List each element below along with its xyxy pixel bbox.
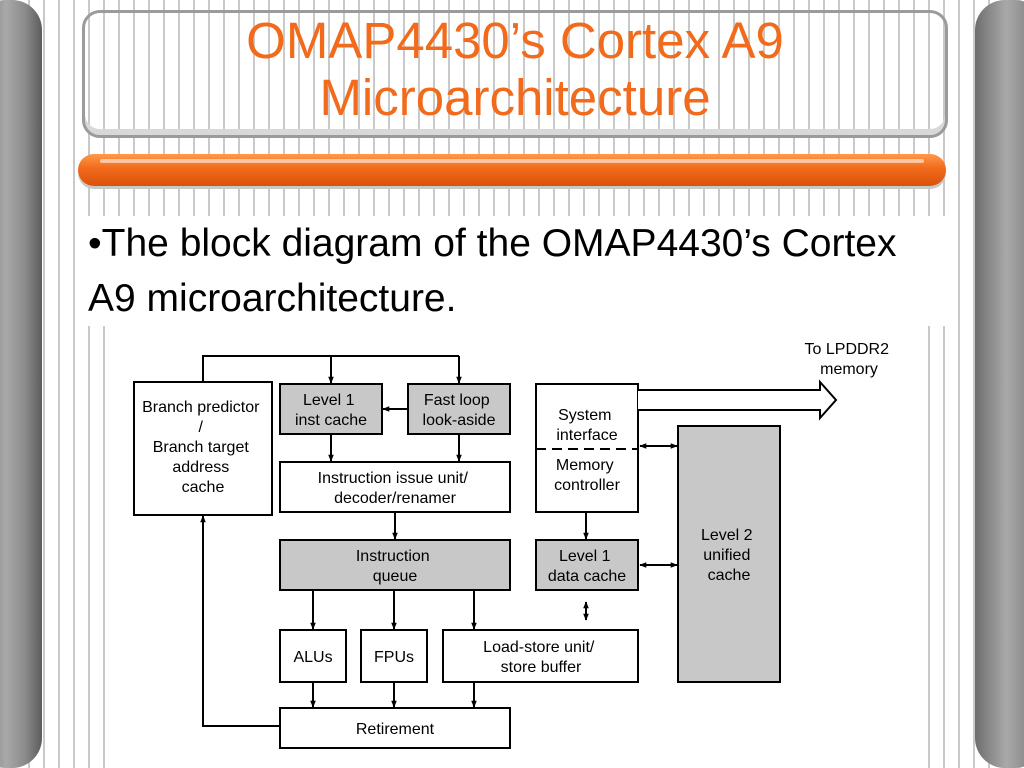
issue-unit-label: Instruction issue unit/ decoder/renamer [318,470,473,507]
branch-predictor-label: Branch predictor / Branch target address… [142,399,264,496]
issue-unit-block [279,461,511,513]
fpus-block [360,629,428,683]
l1-inst-cache-label: Level 1 inst cache [295,392,367,429]
block-diagram-svg: Branch predictor / Branch target address… [133,341,894,749]
retirement-label: Retirement [356,721,435,738]
lpddr2-wide-arrow [638,379,838,421]
alus-label: ALUs [293,649,332,666]
block-diagram: Branch predictor / Branch target address… [116,322,920,768]
title-line-2: Microarchitecture [319,69,711,126]
retirement-block [279,707,511,749]
l2-cache-label: Level 2 unified cache [701,527,757,584]
l2-cache-block [677,425,781,683]
title-frame [82,10,948,138]
instruction-queue-label: Instruction queue [356,548,434,585]
load-store-block [442,629,639,683]
feedback-loop-line [200,515,280,727]
top-feed-line [202,355,459,382]
fast-loop-label: Fast loop look-aside [423,392,496,429]
bullet-text: •The block diagram of the OMAP4430’s Cor… [88,216,948,326]
orange-divider-bar [78,154,946,186]
l1-data-cache-label: Level 1 data cache [548,548,626,585]
title-line-1: OMAP4430’s Cortex A9 [246,12,784,69]
fpus-label: FPUs [374,649,414,666]
lpddr2-label: To LPDDR2 memory [805,341,894,378]
load-store-label: Load-store unit/ store buffer [483,639,599,676]
left-decorative-pillar [0,0,42,768]
system-interface-label: System interface [556,407,617,444]
right-decorative-pillar [975,0,1024,768]
fast-loop-block [407,383,511,435]
slide-title: OMAP4430’s Cortex A9 Microarchitecture [82,12,948,126]
memory-controller-label: Memory controller [554,457,620,494]
l1-data-cache-block [535,539,639,591]
alus-block [279,629,347,683]
